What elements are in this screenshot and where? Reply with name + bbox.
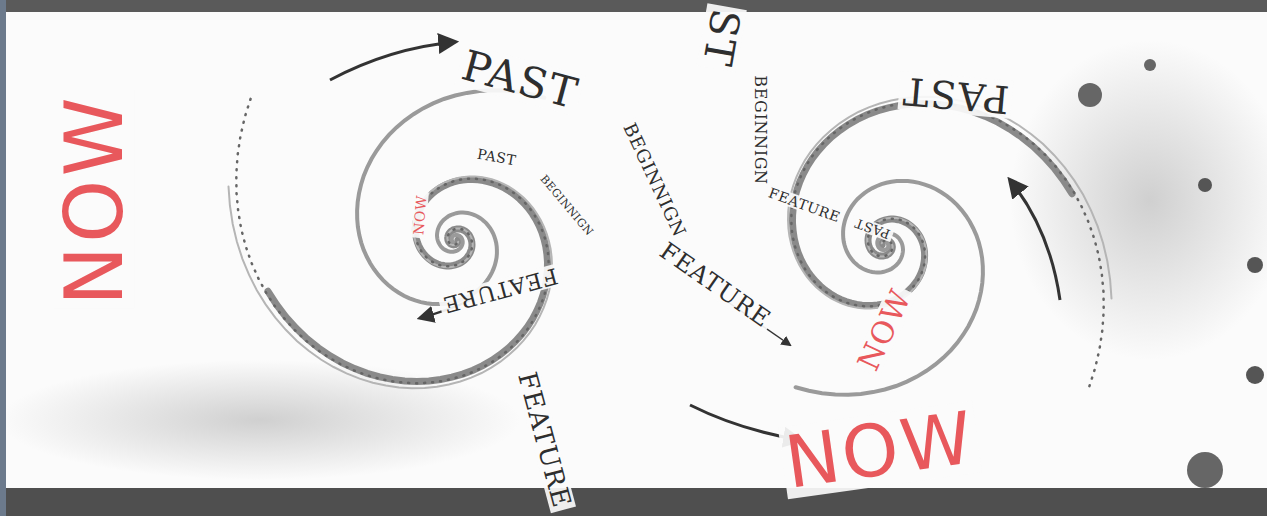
now-word: NOW bbox=[55, 91, 135, 309]
feature-word: FEATURE bbox=[764, 185, 845, 226]
bottom-bar bbox=[0, 488, 1267, 516]
side-strip bbox=[0, 0, 6, 516]
now-word: NOW bbox=[778, 401, 982, 500]
dot bbox=[1246, 366, 1264, 384]
now-word: NOW bbox=[852, 282, 918, 377]
spiral-line bbox=[791, 102, 1103, 388]
shadow bbox=[1010, 40, 1267, 360]
beginning-word: BEGINNIGN bbox=[620, 118, 691, 243]
dot bbox=[1144, 59, 1156, 71]
arrow bbox=[330, 42, 455, 80]
spiral-line bbox=[236, 97, 548, 383]
now-word: NOW bbox=[411, 192, 429, 239]
beginning-word: BEGINNIGN bbox=[752, 72, 768, 187]
past-word: PAST bbox=[897, 71, 1013, 119]
past-word: PAST bbox=[455, 44, 586, 117]
dot bbox=[1187, 452, 1223, 488]
dot bbox=[1247, 257, 1263, 273]
dot bbox=[1198, 178, 1212, 192]
spiral-bands bbox=[229, 90, 1112, 394]
arrow bbox=[1010, 180, 1060, 300]
top-bar bbox=[0, 0, 1267, 12]
spiral-line bbox=[357, 90, 544, 304]
past-word: ST bbox=[697, 3, 747, 72]
feature-word: FEATURE bbox=[653, 237, 777, 334]
dot bbox=[1078, 83, 1102, 107]
past-word: PAST bbox=[473, 146, 520, 168]
spiral-line bbox=[788, 97, 1112, 309]
